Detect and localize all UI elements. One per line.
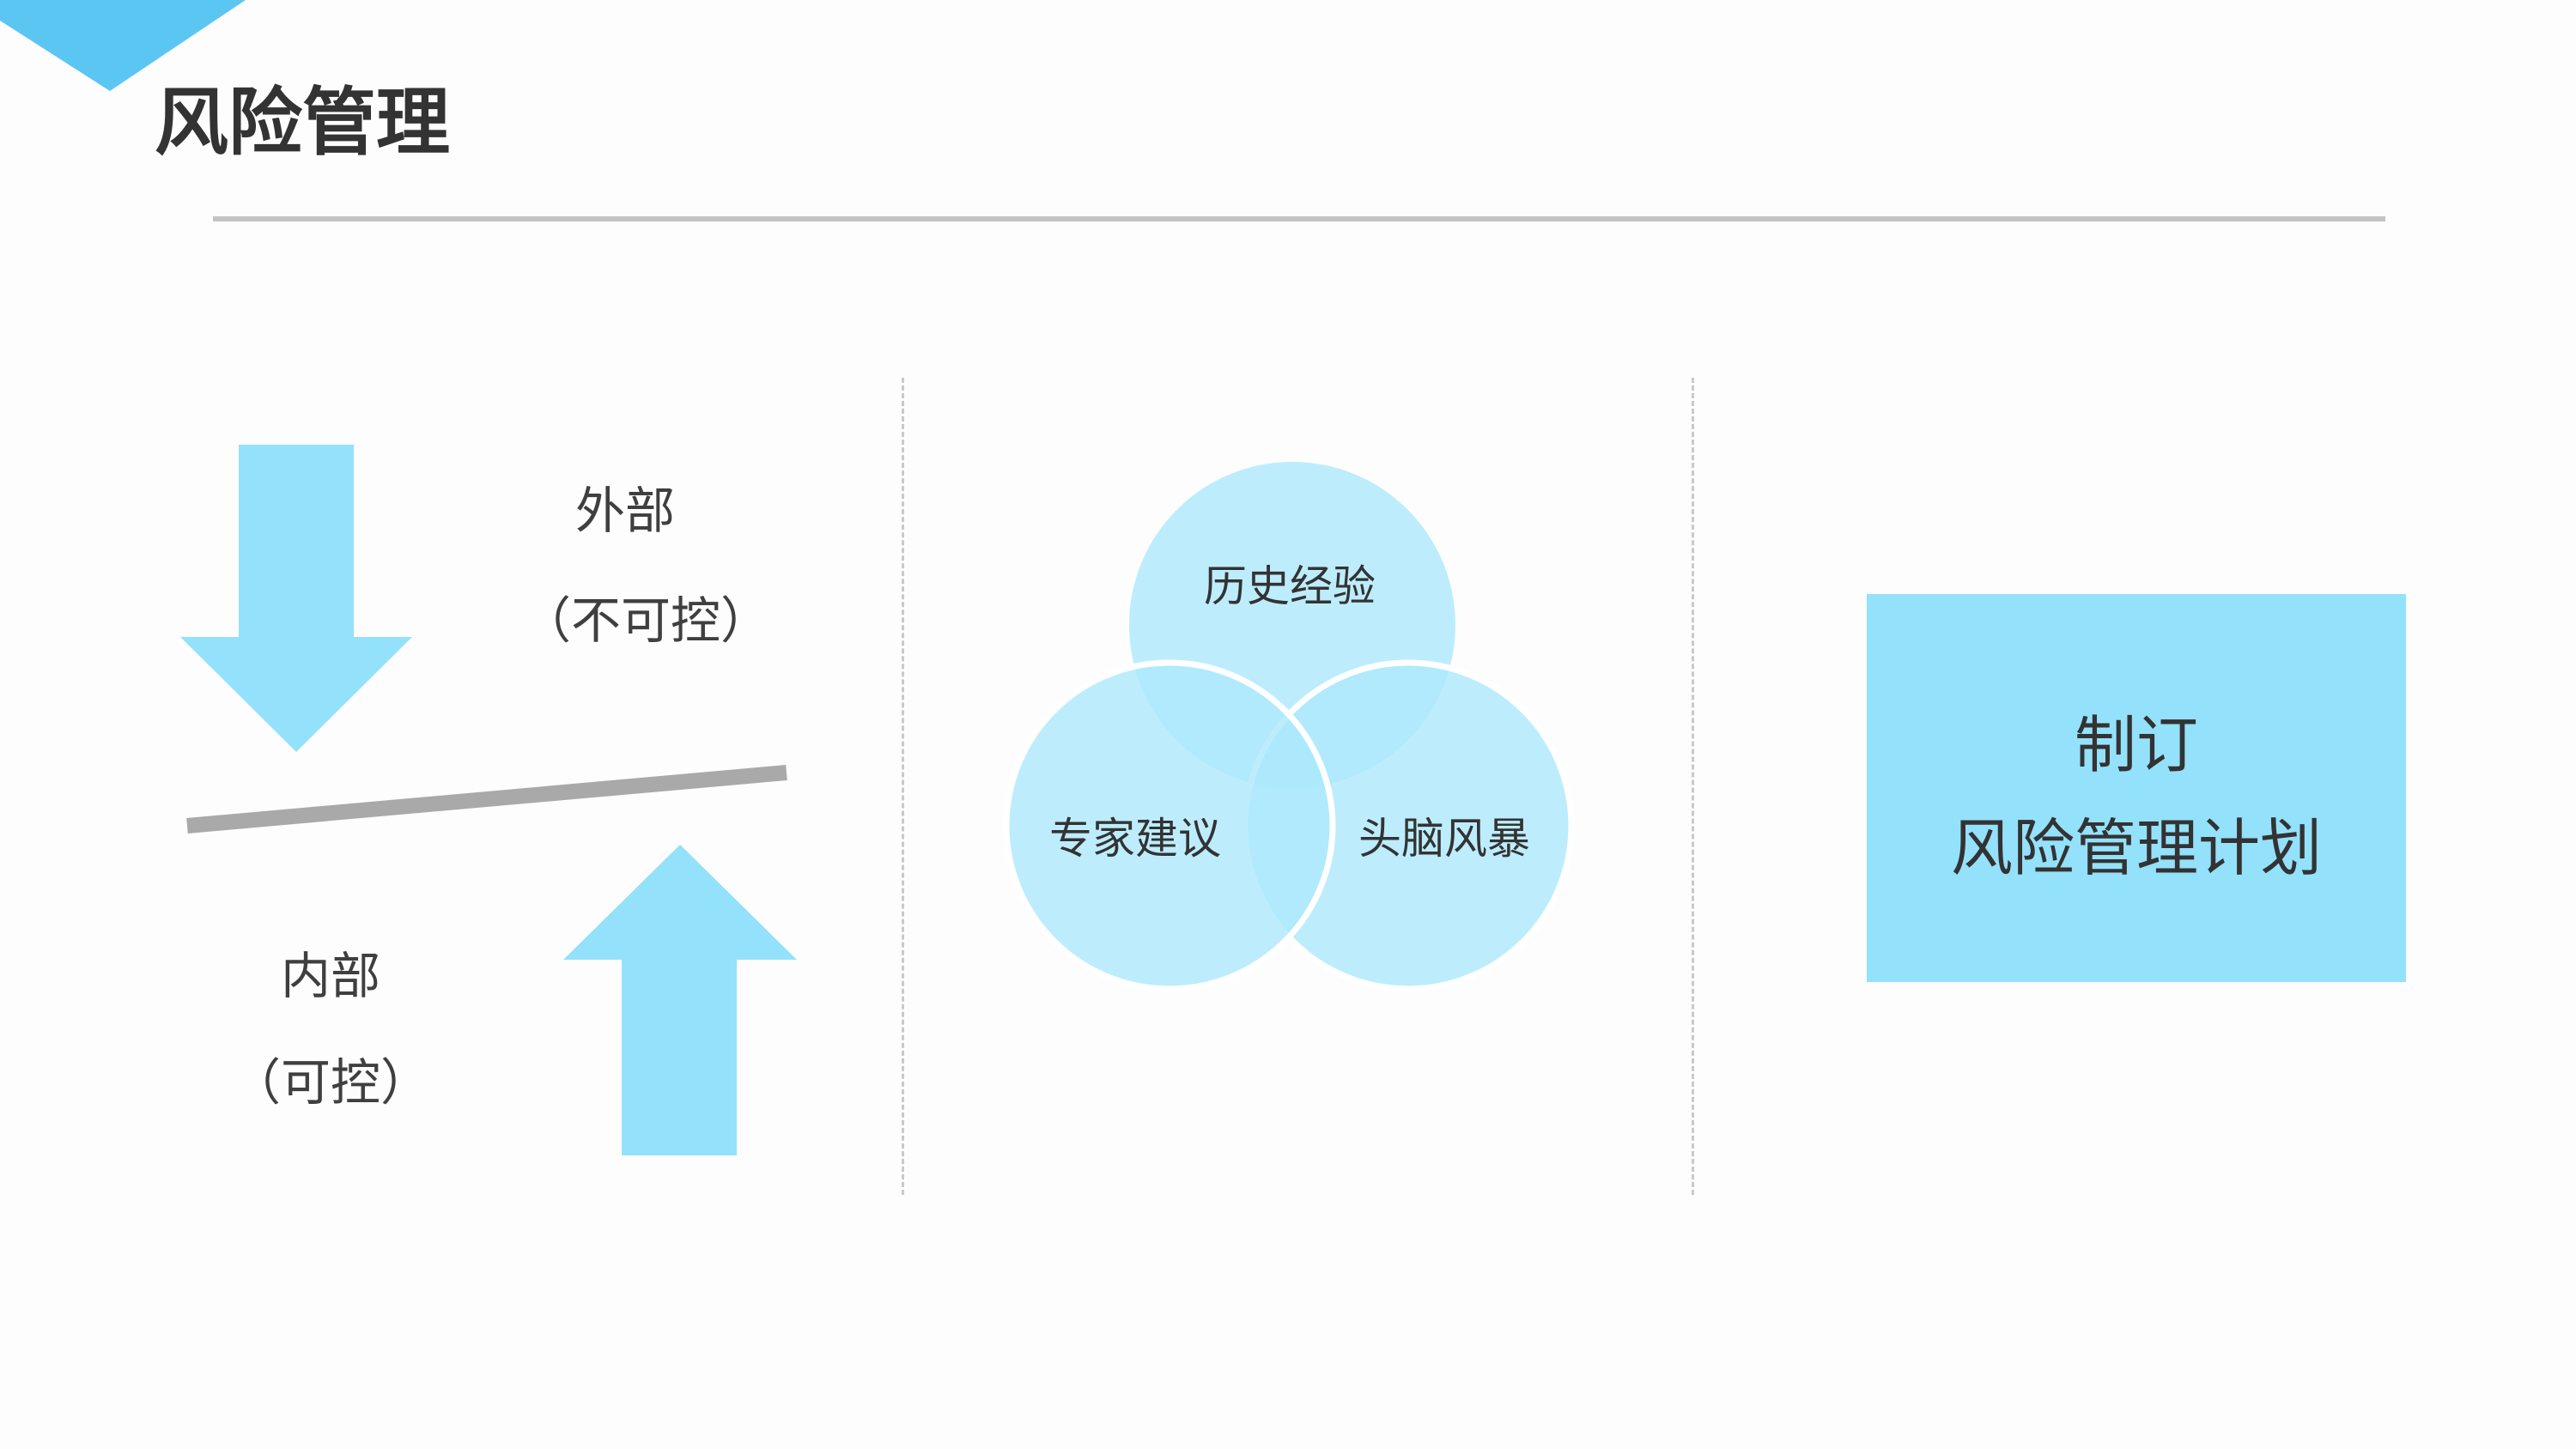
external-factor-note: （不可控） — [520, 591, 771, 650]
title-divider — [213, 216, 2385, 221]
corner-decoration — [0, 0, 246, 91]
venn-label-brainstorm: 头脑风暴 — [1358, 814, 1530, 864]
external-factor-label: 外部 — [574, 482, 676, 540]
plan-label-line-1: 制订 — [2074, 709, 2198, 781]
column-divider-right — [1692, 378, 1694, 1195]
plan-label-line-2: 风险管理计划 — [1950, 812, 2322, 884]
plan-box: 制订 风险管理计划 — [1867, 594, 2406, 982]
venn-label-history: 历史经验 — [1204, 561, 1376, 611]
venn-circle-expert — [1003, 659, 1336, 992]
balance-beam — [186, 765, 787, 834]
internal-support-arrow — [563, 845, 797, 1155]
internal-factor-note: （可控） — [230, 1053, 431, 1112]
venn-label-expert: 专家建议 — [1049, 814, 1221, 864]
external-pressure-arrow — [180, 445, 412, 752]
internal-factor-label: 内部 — [280, 947, 381, 1005]
slide-title: 风险管理 — [155, 80, 450, 166]
column-divider-left — [902, 378, 904, 1195]
